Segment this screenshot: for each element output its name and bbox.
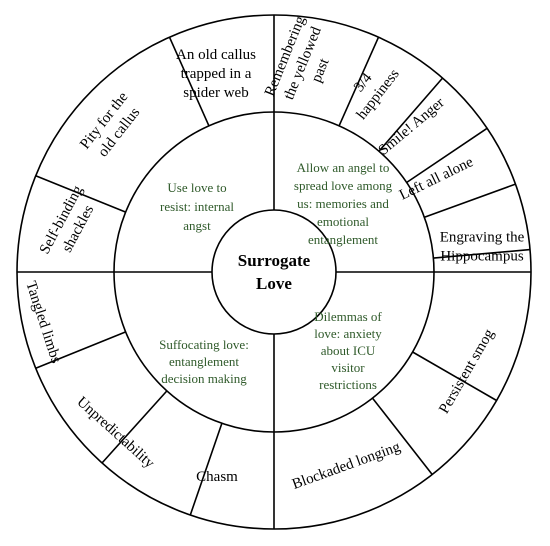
outer-segment-label-13: Pity for theold callus	[77, 89, 146, 164]
outer-segment-text-8-line: Blockaded longing	[290, 439, 403, 493]
quadrant-label-1-line: resist: internal	[160, 199, 234, 214]
outer-segment-text-6-line: Hippocampus	[440, 249, 523, 265]
outer-segment-label-1: An old callus trapped in a spider web	[176, 47, 256, 101]
outer-segment-text-9-line: Chasm	[196, 469, 238, 485]
outer-segment-text-11: Tangled limbs	[22, 279, 64, 365]
quadrant-label-4: Suffocating love: entanglement decision ma…	[159, 337, 249, 386]
quadrant-label-2-line: emotional	[317, 214, 369, 229]
segment-divider-1	[168, 36, 210, 127]
outer-segment-text-8: Blockaded longing	[290, 439, 403, 493]
outer-segment-text-10-line: Unpredictability	[73, 394, 157, 472]
quadrant-label-4-line: Suffocating love:	[159, 337, 249, 352]
outer-segment-text-9: Chasm	[196, 469, 238, 485]
center-label-line-2: Love	[256, 274, 292, 293]
segment-divider-10	[101, 390, 168, 464]
outer-segment-text-13: Pity for theold callus	[77, 89, 146, 164]
quadrant-label-2-line: Allow an angel to	[297, 160, 390, 175]
quadrant-label-1-line: Use love to	[167, 180, 226, 195]
segment-divider-2	[338, 36, 380, 127]
segment-divider-8	[371, 397, 433, 475]
segment-divider-4	[406, 127, 488, 184]
quadrant-label-1: Use love to resist: internal angst	[160, 180, 234, 233]
outer-segment-text-4: Smile! Anger	[376, 95, 448, 159]
outer-segment-text-3: 3/4happiness	[339, 54, 403, 122]
outer-segment-label-3: 3/4happiness	[339, 54, 403, 123]
outer-segment-label-12: Self-bindingshackles	[37, 183, 103, 266]
segment-divider-5	[424, 183, 516, 219]
quadrant-label-3-line: love: anxiety	[314, 326, 382, 341]
quadrant-label-2: Allow an angel to spread love among us: me…	[294, 160, 393, 247]
quadrant-label-3: Dilemmas of love: anxiety about ICU visitor…	[314, 309, 382, 392]
outer-segment-label-4: Smile! Anger	[376, 95, 448, 159]
quadrant-label-3-line: restrictions	[319, 377, 377, 392]
quadrant-label-2-line: us: memories and	[297, 196, 389, 211]
quadrant-label-2-line: spread love among	[294, 178, 393, 193]
segment-divider-3	[378, 77, 444, 152]
outer-segment-text-10: Unpredictability	[73, 394, 157, 472]
outer-segment-label-8: Blockaded longing	[290, 439, 403, 493]
quadrant-label-1-line: angst	[183, 218, 211, 233]
segment-divider-7	[412, 351, 498, 402]
quadrant-label-3-line: about ICU	[321, 343, 376, 358]
outer-segment-text-6-line: Engraving the	[440, 230, 525, 246]
quadrant-label-3-line: Dilemmas of	[314, 309, 382, 324]
outer-segment-label-10: Unpredictability	[73, 394, 157, 472]
center-label-line-1: Surrogate	[238, 251, 311, 270]
outer-segment-text-12: Self-bindingshackles	[37, 183, 103, 266]
outer-segment-text-1-line: trapped in a	[181, 66, 252, 82]
quadrant-label-3-line: visitor	[331, 360, 365, 375]
segment-divider-11	[35, 331, 126, 370]
quadrant-label-4-line: entanglement	[169, 354, 239, 369]
outer-segment-text-11-line: Tangled limbs	[22, 279, 64, 365]
outer-segment-label-9: Chasm	[196, 469, 238, 485]
segment-divider-6	[433, 248, 531, 259]
outer-segment-label-11: Tangled limbs	[22, 279, 64, 365]
quadrant-labels: Use love to resist: internal angst Allow an…	[159, 160, 392, 392]
segment-divider-9	[189, 423, 223, 516]
outer-segment-text-1-line: spider web	[183, 85, 248, 101]
outer-segment-text-1-line: An old callus	[176, 47, 256, 63]
center-label: Surrogate Love	[238, 251, 311, 293]
outer-segment-text-1: An old callus trapped in a spider web	[176, 47, 256, 101]
outer-segment-text-4-line: Smile! Anger	[376, 95, 448, 159]
quadrant-label-4-line: decision making	[161, 371, 247, 386]
diagram-spokes	[17, 15, 531, 529]
segment-divider-12	[35, 174, 126, 213]
quadrant-label-2-line: entanglement	[308, 232, 378, 247]
